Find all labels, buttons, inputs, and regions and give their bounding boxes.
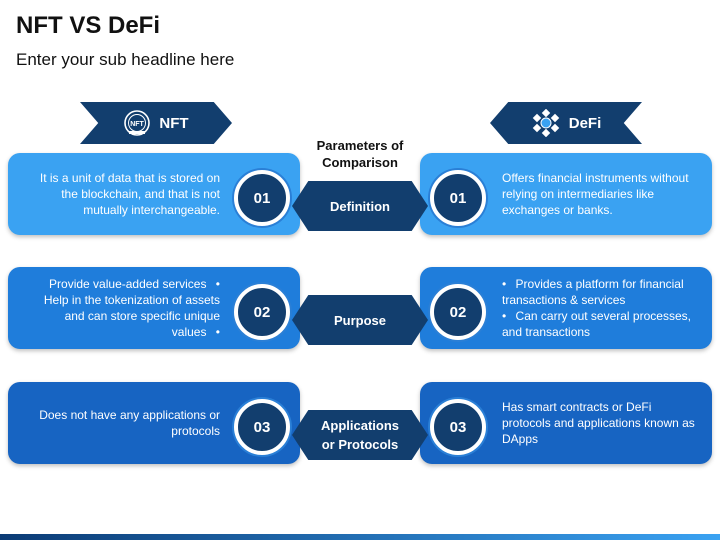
defi-definition-text: Offers financial instruments without rel…: [502, 171, 689, 217]
param-definition: Definition: [292, 181, 428, 231]
defi-purpose-item: Provides a platform for financial transa…: [502, 276, 698, 308]
defi-number-02: 02: [430, 284, 486, 340]
parameters-heading: Parameters of Comparison: [316, 138, 404, 170]
nft-icon-text: NFT: [131, 121, 145, 128]
nft-definition-text: It is a unit of data that is stored on t…: [39, 171, 220, 217]
page-title: NFT VS DeFi: [16, 12, 161, 39]
defi-applications-text: Has smart contracts or DeFi protocols an…: [502, 400, 695, 446]
defi-number-03: 03: [430, 399, 486, 455]
defi-banner: DeFi: [490, 102, 642, 144]
defi-purpose-item: Can carry out several processes, and tra…: [502, 308, 698, 340]
param-purpose: Purpose: [292, 295, 428, 345]
defi-number-01: 01: [430, 170, 486, 226]
page-subtitle: Enter your sub headline here: [16, 50, 235, 69]
nft-label: NFT: [159, 114, 189, 132]
nft-icon: NFT: [124, 110, 151, 136]
defi-network-icon: [532, 109, 559, 137]
nft-purpose-item: Provide value-added services: [24, 276, 220, 292]
nft-applications-text: Does not have any applications or protoc…: [39, 408, 220, 438]
nft-number-02: 02: [234, 284, 290, 340]
bottom-accent-bar: [0, 534, 720, 540]
nft-number-03: 03: [234, 399, 290, 455]
nft-banner: NFT NFT: [80, 102, 232, 144]
defi-label: DeFi: [568, 114, 602, 132]
nft-purpose-item: Help in the tokenization of assets and c…: [24, 292, 220, 340]
nft-number-01: 01: [234, 170, 290, 226]
